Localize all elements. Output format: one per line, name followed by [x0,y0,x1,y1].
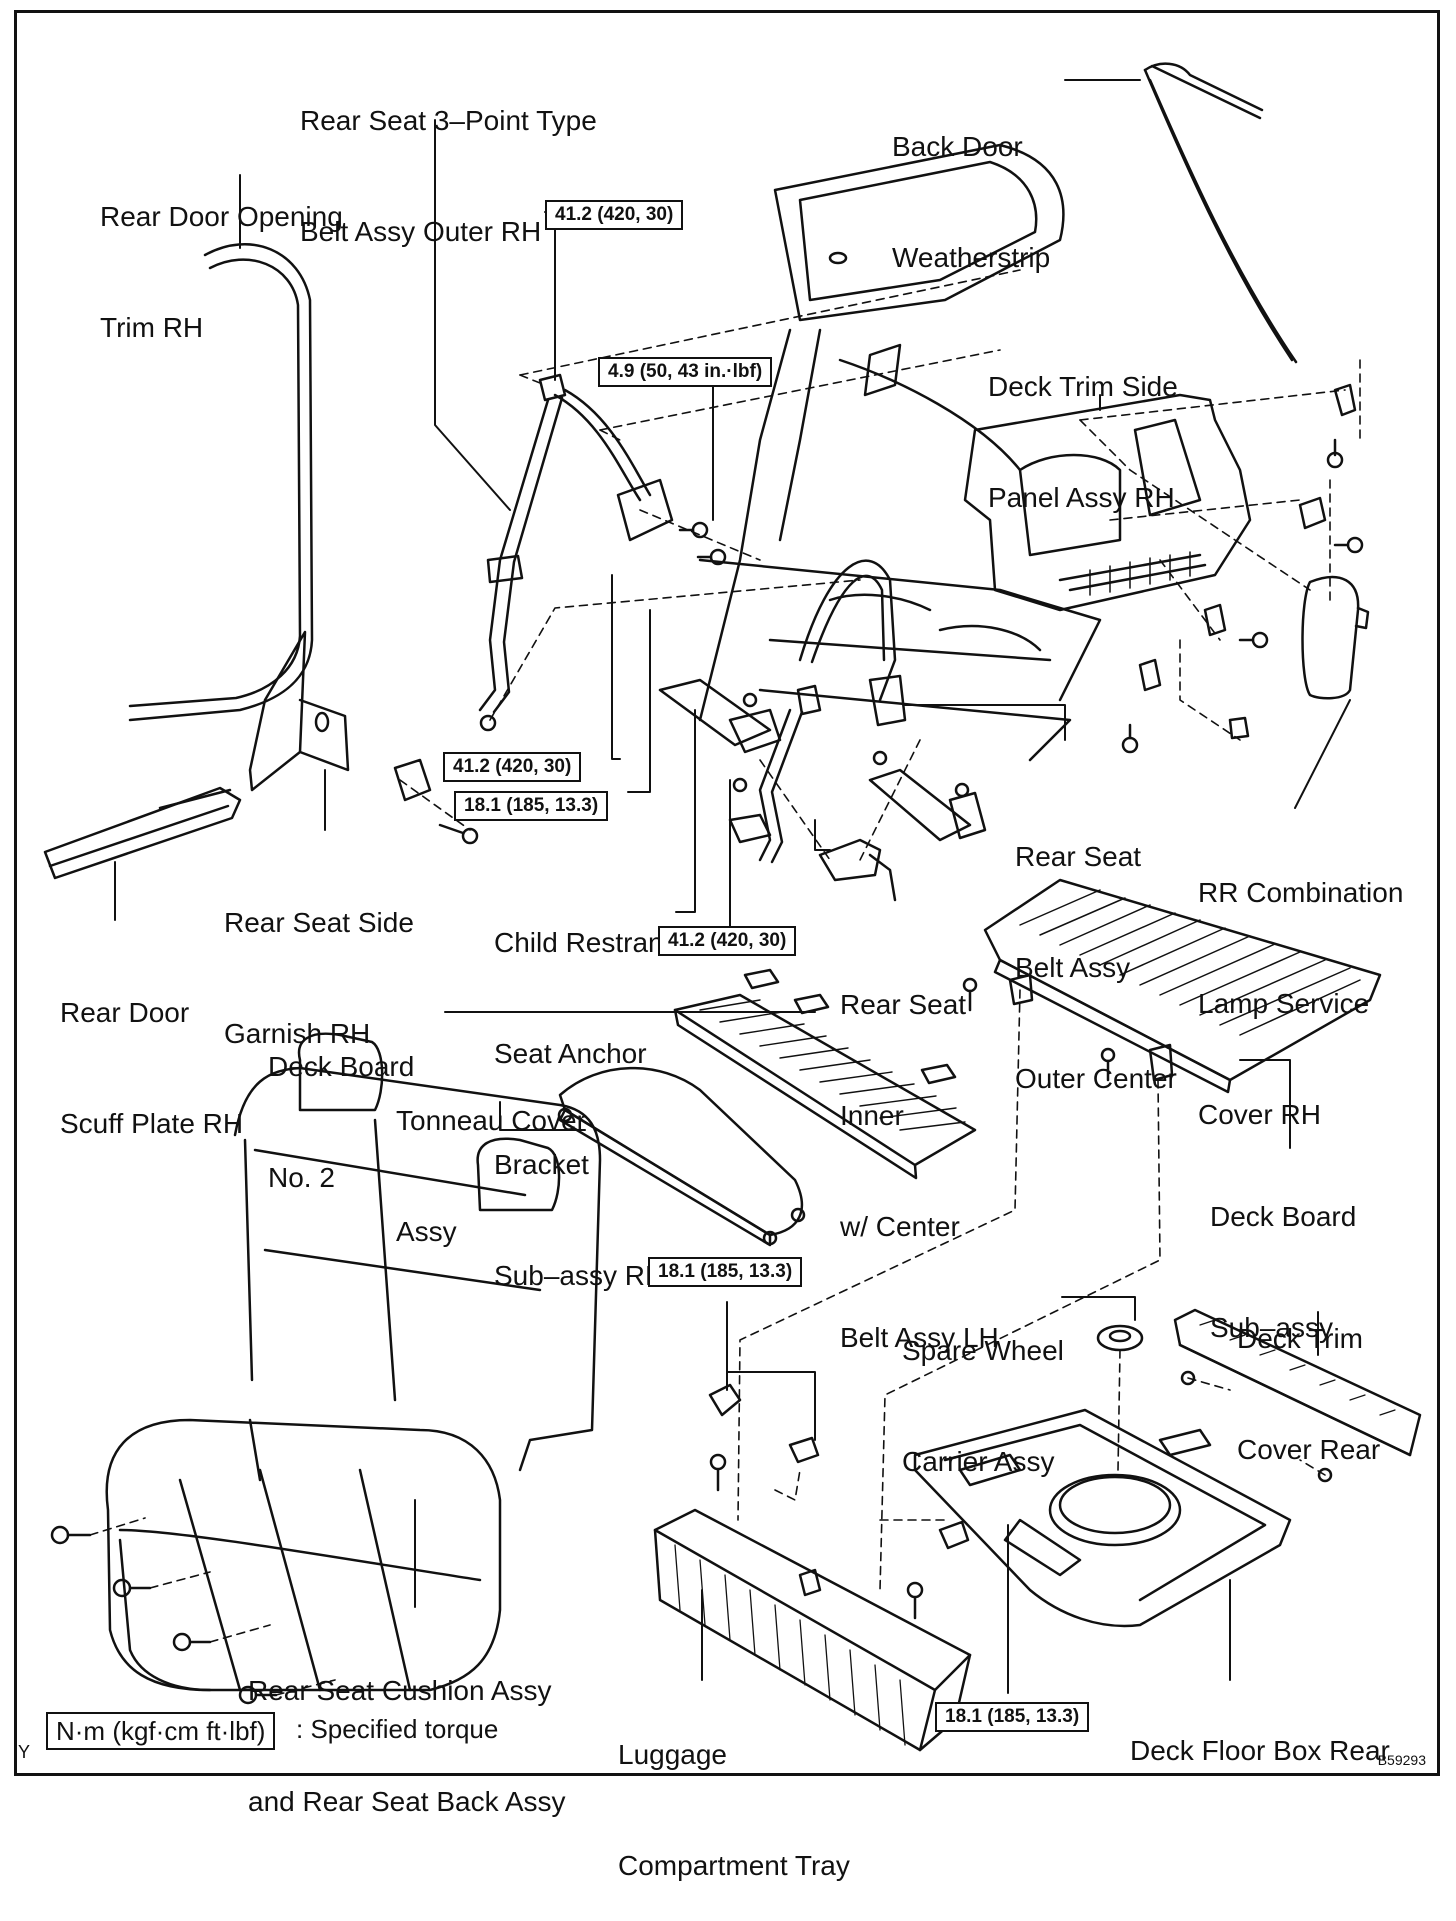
rear-seat-side-garnish-part [248,630,350,792]
label-rr-combination-lamp-cover: RR Combination Lamp Service Cover RH [1198,800,1403,1170]
legend-text: : Specified torque [296,1714,499,1744]
label-line: Deck Trim [1237,1323,1363,1354]
label-line: Belt Assy [1015,952,1131,983]
label-line: Tonneau Cover [396,1105,586,1136]
label-line: Belt Assy Outer RH [300,216,542,247]
label-rear-door-opening-trim: Rear Door Opening Trim RH [100,124,343,383]
label-line: No. 2 [268,1162,335,1193]
label-deck-board-sub: Deck Board Sub–assy [1210,1124,1356,1383]
torque-box: 18.1 (185, 13.3) [454,791,609,821]
label-line: w/ Center [840,1211,960,1242]
label-back-door-weatherstrip: Back Door Weatherstrip [892,54,1050,313]
label-line: Spare Wheel [902,1335,1064,1366]
rear-seat-inner-belt-part [728,813,897,902]
label-line: Rear Seat Cushion Assy [248,1675,552,1706]
label-line: Belt Assy LH [840,1322,999,1353]
rear-door-opening-trim-part [128,243,314,722]
label-line: Garnish RH [224,1018,371,1049]
label-line: and Rear Seat Back Assy [248,1786,566,1817]
label-line: Inner [840,1100,904,1131]
deck-floor-box-rear-part [913,1408,1292,1628]
belt-outer-center-part [758,559,907,864]
label-line: Outer Center [1015,1063,1177,1094]
label-line: Carrier Assy [902,1446,1055,1477]
label-line: Rear Door Opening [100,201,343,232]
label-line: Scuff Plate RH [60,1108,244,1139]
label-rear-door-scuff-plate: Rear Door Scuff Plate RH [60,920,243,1179]
torque-box: 41.2 (420, 30) [545,200,684,230]
right-side-clips [1121,383,1364,754]
label-rear-seat-side-garnish: Rear Seat Side Garnish RH [224,830,414,1089]
label-line: Deck Trim Side [988,371,1178,402]
label-rear-seat-inner-belt: Rear Seat Inner w/ Center Belt Assy LH [840,912,999,1393]
label-line: Rear Seat [840,989,967,1020]
deck-trim-side-panel-part [963,393,1252,612]
label-line: Deck Floor Box Rear [1130,1735,1390,1766]
label-line: Assy [396,1216,457,1247]
label-line: Rear Seat Side [224,907,414,938]
label-deck-trim-cover-rear: Deck Trim Cover Rear [1237,1246,1380,1505]
figure-code: B59293 [1377,1752,1426,1768]
label-line: Compartment Tray [618,1850,850,1881]
label-line: Child Restrant [494,927,672,958]
label-line: Back Door [892,131,1023,162]
label-line: Rear Seat 3–Point Type [300,105,597,136]
legend-unit-box: N·m (kgf·cm ft·lbf) [46,1712,276,1750]
exploded-parts-drawing [43,62,1422,1752]
torque-box: 41.2 (420, 30) [443,752,582,782]
belt-outer-rh-part [478,373,727,732]
tray-guide-lines [737,989,1326,1591]
label-tonneau-cover: Tonneau Cover Assy [396,1028,586,1287]
spare-wheel-carrier-part [1096,1324,1144,1352]
deck-board-sub-assy-part [962,878,1382,1094]
back-door-weatherstrip-part [1143,62,1298,364]
torque-box: 18.1 (185, 13.3) [648,1257,803,1287]
seat-bolt-guide-lines [89,1517,336,1696]
label-belt-outer-rh: Rear Seat 3–Point Type Belt Assy Outer R… [300,28,597,287]
label-deck-floor-box: Deck Floor Box Rear [1130,1658,1390,1806]
label-line: Rear Door [60,997,190,1028]
torque-box: 18.1 (185, 13.3) [935,1702,1090,1732]
diagram-frame [14,10,1440,1776]
label-line: Seat Anchor [494,1038,647,1069]
label-rear-seat-belt-outer-center: Rear Seat Belt Assy Outer Center [1015,764,1177,1134]
seat-cushion-bolts [50,1525,278,1705]
label-line: Deck Board [1210,1201,1357,1232]
label-line: Luggage [618,1739,728,1770]
corner-mark: Y [18,1742,31,1762]
label-deck-trim-side-panel: Deck Trim Side Panel Assy RH [988,294,1178,553]
tray-brackets [708,1383,970,1620]
label-line: Weatherstrip [892,242,1051,273]
rear-seat-part [105,1032,602,1692]
deck-trim-cover-rear-part [1173,1308,1422,1483]
label-luggage-tray: Luggage Compartment Tray [618,1662,850,1921]
label-line: Cover RH [1198,1099,1321,1130]
deck-board-no2-part [673,968,977,1180]
label-line: Cover Rear [1237,1434,1381,1465]
label-line: Sub–assy [1210,1312,1333,1343]
label-deck-board-no2: Deck Board No. 2 [268,974,414,1233]
label-line: Trim RH [100,312,204,343]
rr-combination-lamp-cover-part [1301,575,1370,700]
child-restraint-brackets [393,678,987,845]
label-line: RR Combination [1198,877,1404,908]
torque-box: 41.2 (420, 30) [658,926,797,956]
label-line: Rear Seat [1015,841,1142,872]
label-line: Lamp Service [1198,988,1370,1019]
label-spare-wheel-carrier: Spare Wheel Carrier Assy [902,1258,1064,1517]
tonneau-cover-part [557,1066,806,1247]
label-line: Deck Board [268,1051,415,1082]
label-line: Panel Assy RH [988,482,1175,513]
rear-door-scuff-plate-part [43,786,242,880]
label-line: Bracket [494,1149,589,1180]
torque-box: 4.9 (50, 43 in.·lbf) [598,357,773,387]
